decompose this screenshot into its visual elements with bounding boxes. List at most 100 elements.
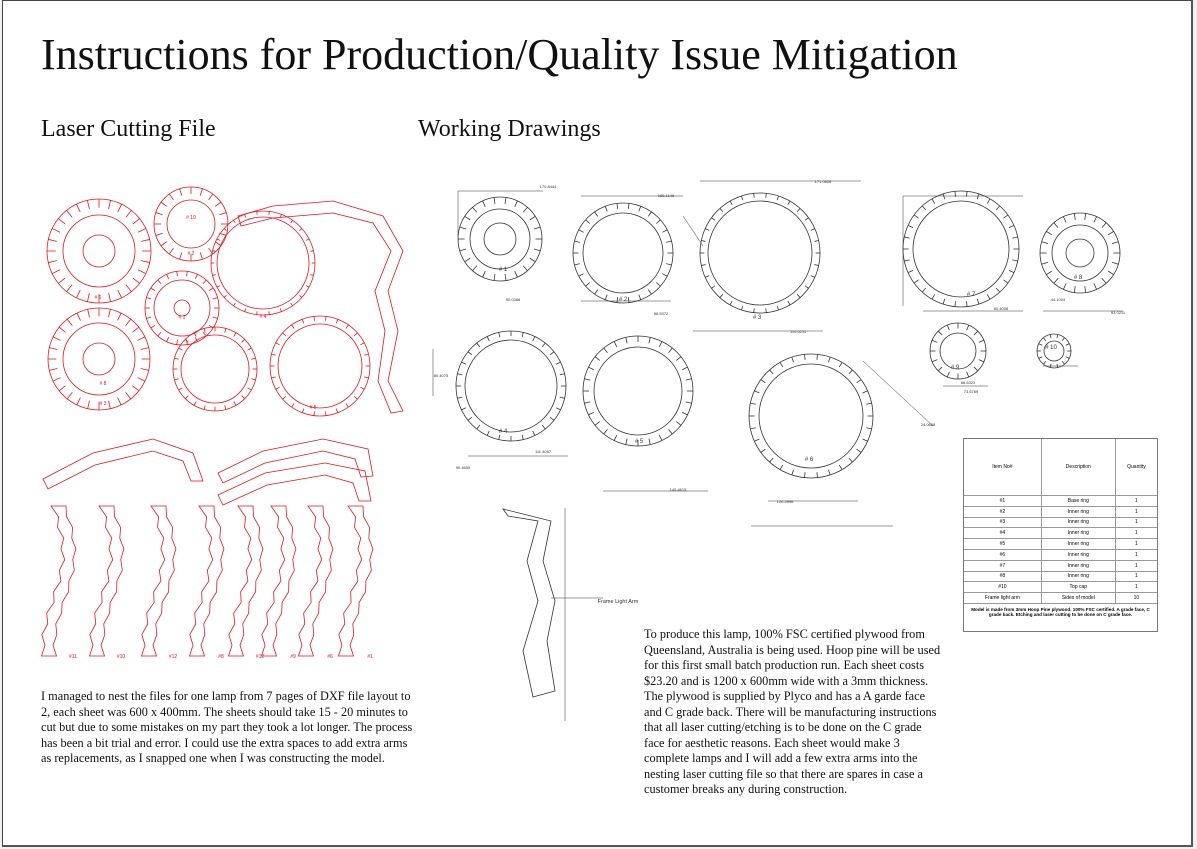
ring-slot [521,332,524,338]
laser-arm-label: #12 [169,654,178,660]
ring-slot [310,274,314,276]
ring-slot [87,400,90,409]
ring-slot [1053,277,1059,284]
ring-outer [210,210,316,316]
drawing-ring-8 [1039,212,1121,294]
cell: 1 [1115,538,1157,550]
laser-label-5: # 5 [310,405,317,411]
ring-slot [769,457,774,463]
cell: Inner ring [1041,527,1116,540]
ring-slot [472,265,478,272]
ring-slot [701,264,706,266]
ring-slot [588,411,595,416]
ring-slot [193,332,197,337]
ring-slot [1063,283,1067,290]
ring-slot [668,429,673,435]
ring-slot [1008,269,1015,273]
ring-slot [666,240,672,243]
ring-inner [939,332,977,370]
ring-slot [1093,283,1097,290]
ring-slot [647,289,652,295]
ring-slot [486,430,490,436]
ring-slot [1003,279,1009,284]
ring-slot [224,328,227,333]
ring-slot [804,354,806,360]
cell: 1 [1115,560,1157,572]
cell: Inner ring [1041,506,1116,518]
ring-slot [741,305,744,311]
ring-slot [814,264,819,266]
header-quantity: Quantity [1115,439,1157,496]
ring-slot [625,438,628,445]
ring-slot [616,297,619,303]
cell: Inner ring [1041,571,1116,583]
drawing-label-6: # 6 [805,457,814,463]
laser-arm-h1 [42,438,204,490]
ring-slot [533,248,541,252]
ring-slot [498,332,501,338]
ring-slot [1041,262,1049,265]
drawing-label-5: # 5 [635,439,644,445]
drawing-canvas: # 10# 2# 1# 6# 4# 8# 3# 5#11#10#12#8#12#… [40,179,1126,721]
ring-slot [493,273,496,281]
ring-slot [760,379,766,384]
ring-slot [290,219,293,224]
drawing-ring-4 [455,330,567,442]
ring-hub [82,234,116,268]
ring-slot [904,259,910,262]
laser-arm-v [297,505,334,657]
ring-slot [791,356,794,363]
cell: 1 [1115,517,1157,529]
ring-slot [574,263,580,266]
cell: #6 [964,549,1042,561]
ring-slot [459,248,467,252]
ring-slot [549,351,555,356]
ring-slot [141,239,150,242]
ring-slot [701,240,706,242]
laser-ring-6 [46,198,152,304]
cell: Inner ring [1041,517,1116,529]
ring-slot [638,294,642,300]
ring-slot [810,228,815,231]
dimension-label: 171.0626 [815,179,832,184]
ring-slot [176,271,178,277]
ring-slot [290,302,293,307]
ring-slot [212,274,216,276]
ring-slot [676,421,682,426]
ring-slot [335,319,339,324]
ring-slot [353,395,358,400]
drawing-label-9: # 9 [951,365,960,371]
ring-slot [804,217,809,221]
ring-slot [966,301,968,307]
ring-slot [214,241,222,247]
dimension-label: 44.1004 [1051,297,1066,302]
dimension-label: 90.0388 [506,297,521,302]
ring-slot [178,387,183,391]
ring-slot [212,297,218,300]
ring-slot [202,331,207,337]
ring-slot [578,273,584,277]
ring-slot [603,429,608,435]
ring-slot [360,386,365,390]
ring-slot [559,396,565,399]
ring-slot [705,228,710,231]
ring-slot [176,339,178,345]
cell: #4 [964,527,1042,540]
ring-slot [223,294,227,298]
ring-slot [108,293,111,302]
ring-slot [848,369,853,375]
laser-arm-label: #8 [218,654,224,660]
ring-slot [986,294,991,300]
ring-hub [483,222,517,256]
laser-arm-v [40,505,77,657]
dimension-label: 185.1146 [658,193,675,198]
ring-slot [52,336,61,341]
ring-slot [776,195,779,201]
ring-outer [269,315,371,417]
ring-slot [913,279,919,284]
page-title: Instructions for Production/Quality Issu… [41,30,958,79]
ring-slot [648,438,651,445]
